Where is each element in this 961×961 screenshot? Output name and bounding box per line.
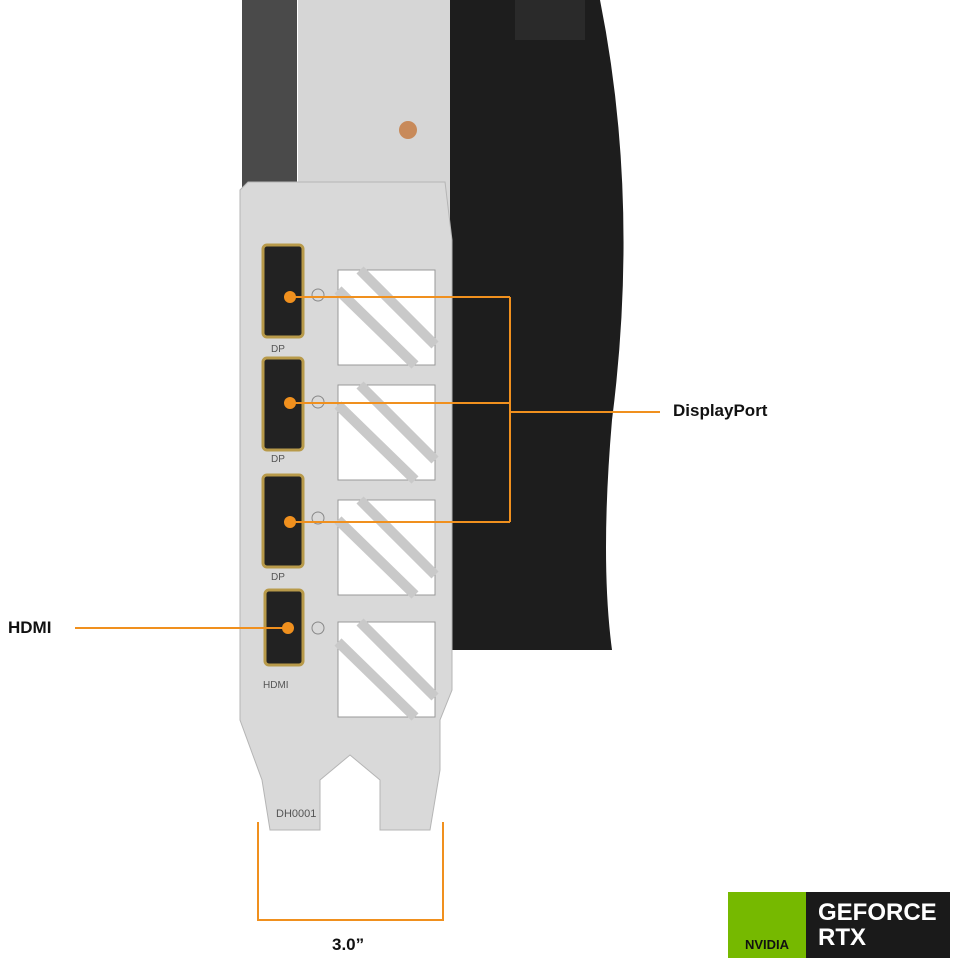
port-label-hdmi: HDMI (263, 680, 289, 691)
hdmi-label: HDMI (8, 618, 52, 637)
port-label-dp3: DP (271, 572, 285, 583)
port-label-dp2: DP (271, 454, 285, 465)
logo-line-1: GEFORCE (818, 899, 937, 926)
displayport-1 (261, 243, 325, 339)
vent-grille (337, 269, 436, 718)
logo-line-2: RTX (818, 924, 866, 951)
width-dimension-line (257, 822, 444, 921)
heatpipe-screw (399, 121, 417, 139)
port-label-dp1: DP (271, 344, 285, 355)
rear-plate (242, 0, 297, 190)
nvidia-logo-text: NVIDIA (744, 937, 790, 952)
cooler-shroud (450, 0, 624, 650)
displayport-callout (290, 296, 660, 523)
width-label: 3.0” (332, 935, 365, 954)
displayport-label: DisplayPort (673, 401, 768, 420)
part-number: DH0001 (276, 808, 316, 820)
vent-slats (334, 266, 439, 721)
power-cables (515, 0, 585, 40)
